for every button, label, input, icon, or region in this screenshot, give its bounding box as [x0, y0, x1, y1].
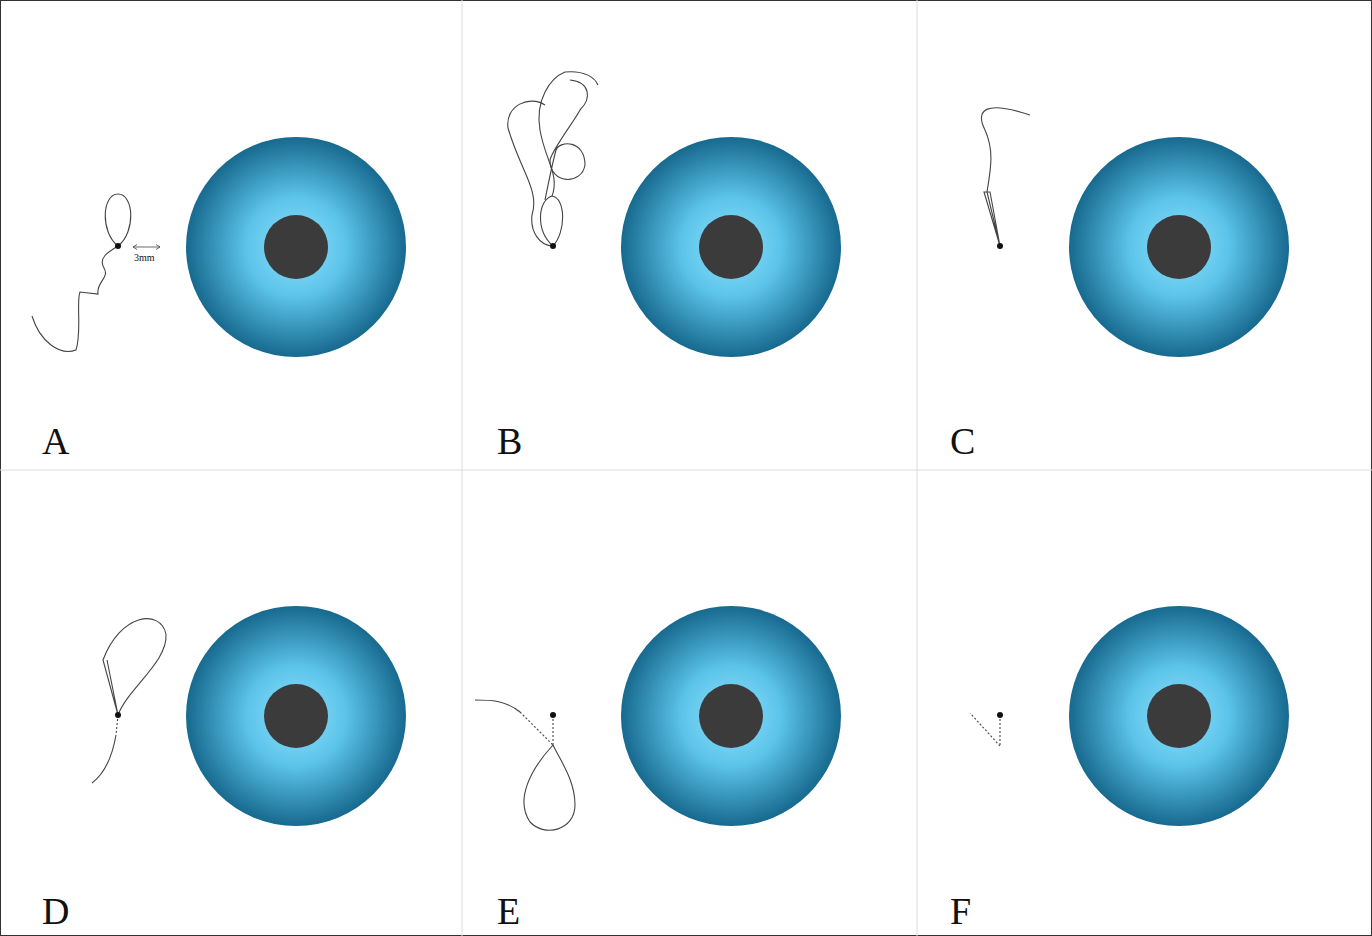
panel-letter: A — [42, 422, 69, 460]
panel-letter: E — [497, 892, 520, 930]
panel-letter: F — [950, 892, 971, 930]
panel-letter: D — [42, 892, 69, 930]
suture-thread — [32, 72, 1030, 831]
eye — [186, 137, 1289, 826]
dimension-label: 3mm — [134, 253, 155, 263]
suture-knot — [115, 243, 1003, 718]
panel-letter: B — [497, 422, 522, 460]
panel-letter: C — [950, 422, 975, 460]
